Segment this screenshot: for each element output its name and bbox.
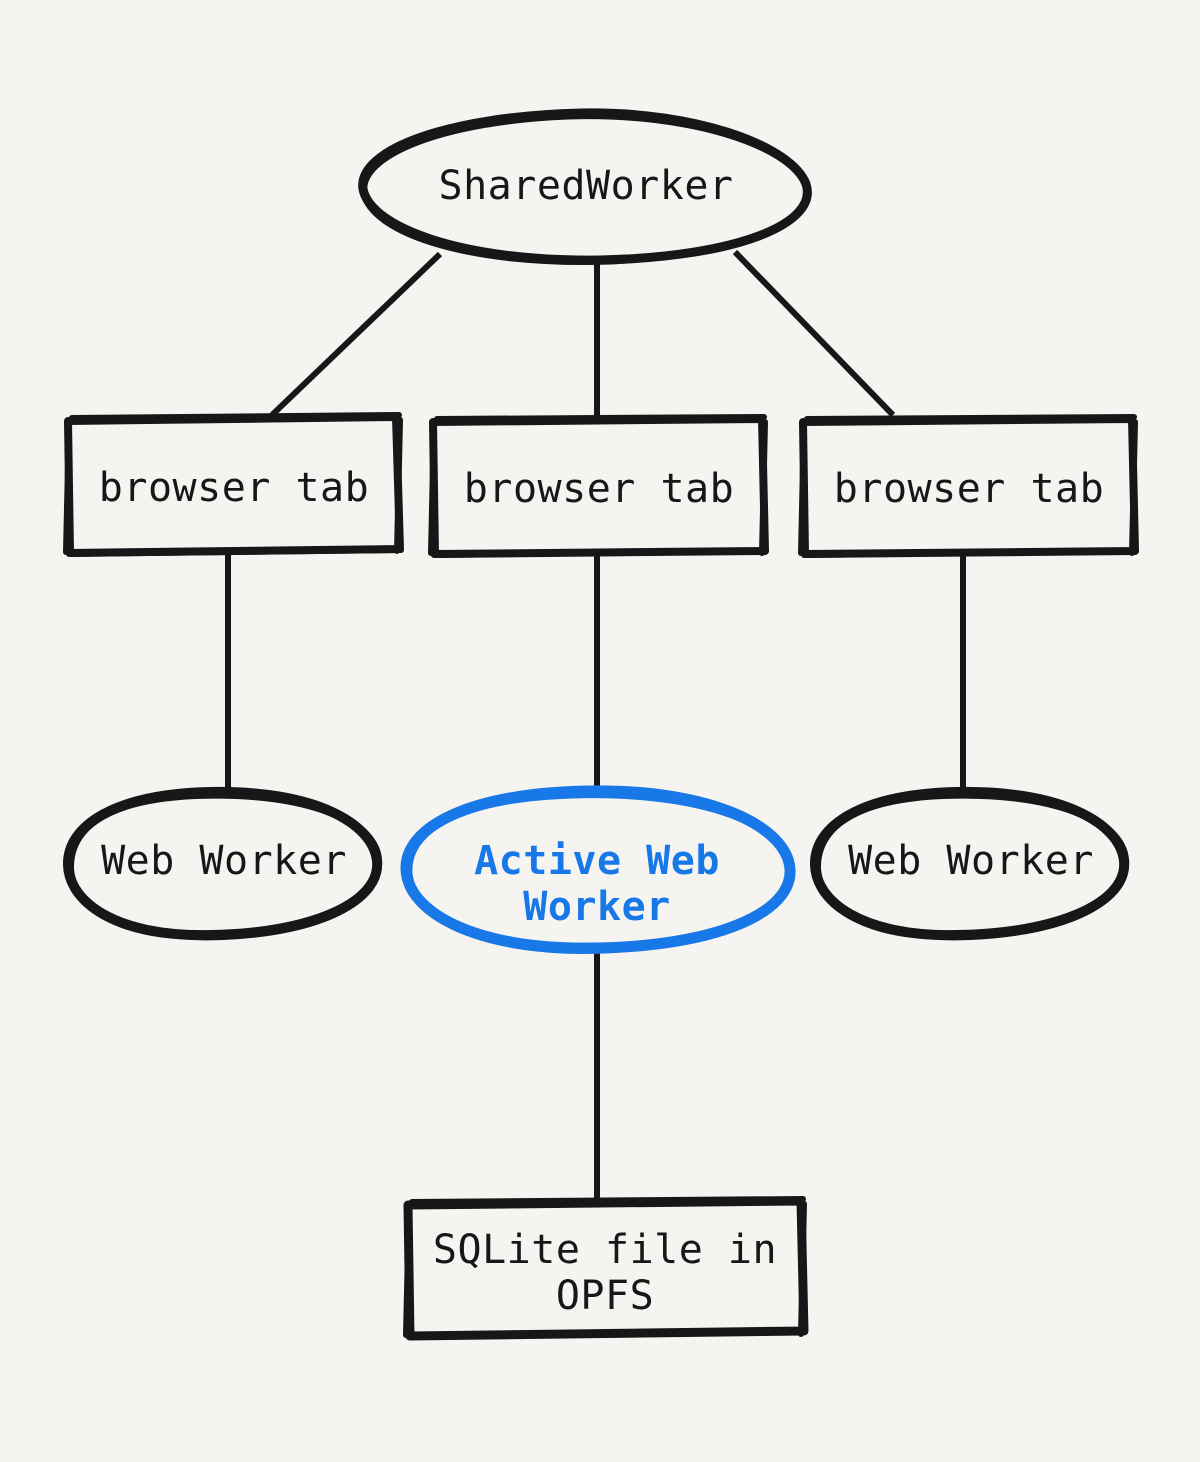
node-browser-tab-right[interactable]: browser tab — [798, 414, 1139, 558]
active-web-worker-label-line1: Active Web — [474, 838, 720, 884]
sqlite-file-stroke-2 — [403, 1196, 808, 1340]
sharedworker-ellipse-fill — [363, 112, 808, 260]
browser-tab-center-label: browser tab — [464, 466, 734, 512]
web-worker-right-fill — [814, 792, 1124, 936]
web-worker-left-label: Web Worker — [101, 838, 347, 884]
browser-tab-right-stroke-2 — [798, 414, 1139, 558]
node-sqlite-file[interactable]: SQLite file in OPFS — [403, 1196, 809, 1341]
sqlite-file-fill — [407, 1199, 805, 1337]
edge-sharedworker-to-browser-tab-left — [269, 251, 443, 418]
edge-sharedworker-to-browser-tab-right — [732, 249, 896, 418]
edge-layer — [225, 249, 966, 1205]
browser-tab-left-fill — [67, 416, 401, 554]
web-worker-left-stroke-2 — [65, 790, 383, 941]
browser-tab-left-stroke-2 — [63, 412, 404, 557]
browser-tab-right-fill — [802, 417, 1136, 555]
browser-tab-right-label: browser tab — [834, 466, 1104, 512]
node-browser-tab-center[interactable]: browser tab — [428, 414, 769, 558]
node-browser-tab-left[interactable]: browser tab — [63, 412, 404, 557]
active-web-worker-fill — [405, 790, 790, 949]
sqlite-file-label-line1: SQLite file in — [433, 1227, 777, 1273]
active-web-worker-ellipse-stroke-2 — [403, 789, 795, 954]
sharedworker-ellipse-stroke-2 — [360, 112, 811, 265]
web-worker-right-label: Web Worker — [848, 838, 1094, 884]
browser-tab-center-stroke-2 — [428, 414, 769, 558]
node-sharedworker[interactable]: SharedWorker — [358, 108, 812, 265]
node-web-worker-right[interactable]: Web Worker — [809, 786, 1130, 941]
sharedworker-label: SharedWorker — [439, 163, 734, 209]
node-active-web-worker[interactable]: Active Web Worker — [400, 785, 796, 954]
active-web-worker-label-line2: Worker — [523, 884, 671, 930]
web-worker-right-stroke-2 — [812, 790, 1130, 941]
sqlite-file-label-line2: OPFS — [556, 1273, 654, 1319]
web-worker-left-fill — [67, 792, 377, 936]
browser-tab-center-fill — [432, 417, 766, 555]
node-web-worker-left[interactable]: Web Worker — [62, 786, 383, 941]
browser-tab-left-label: browser tab — [99, 465, 369, 511]
